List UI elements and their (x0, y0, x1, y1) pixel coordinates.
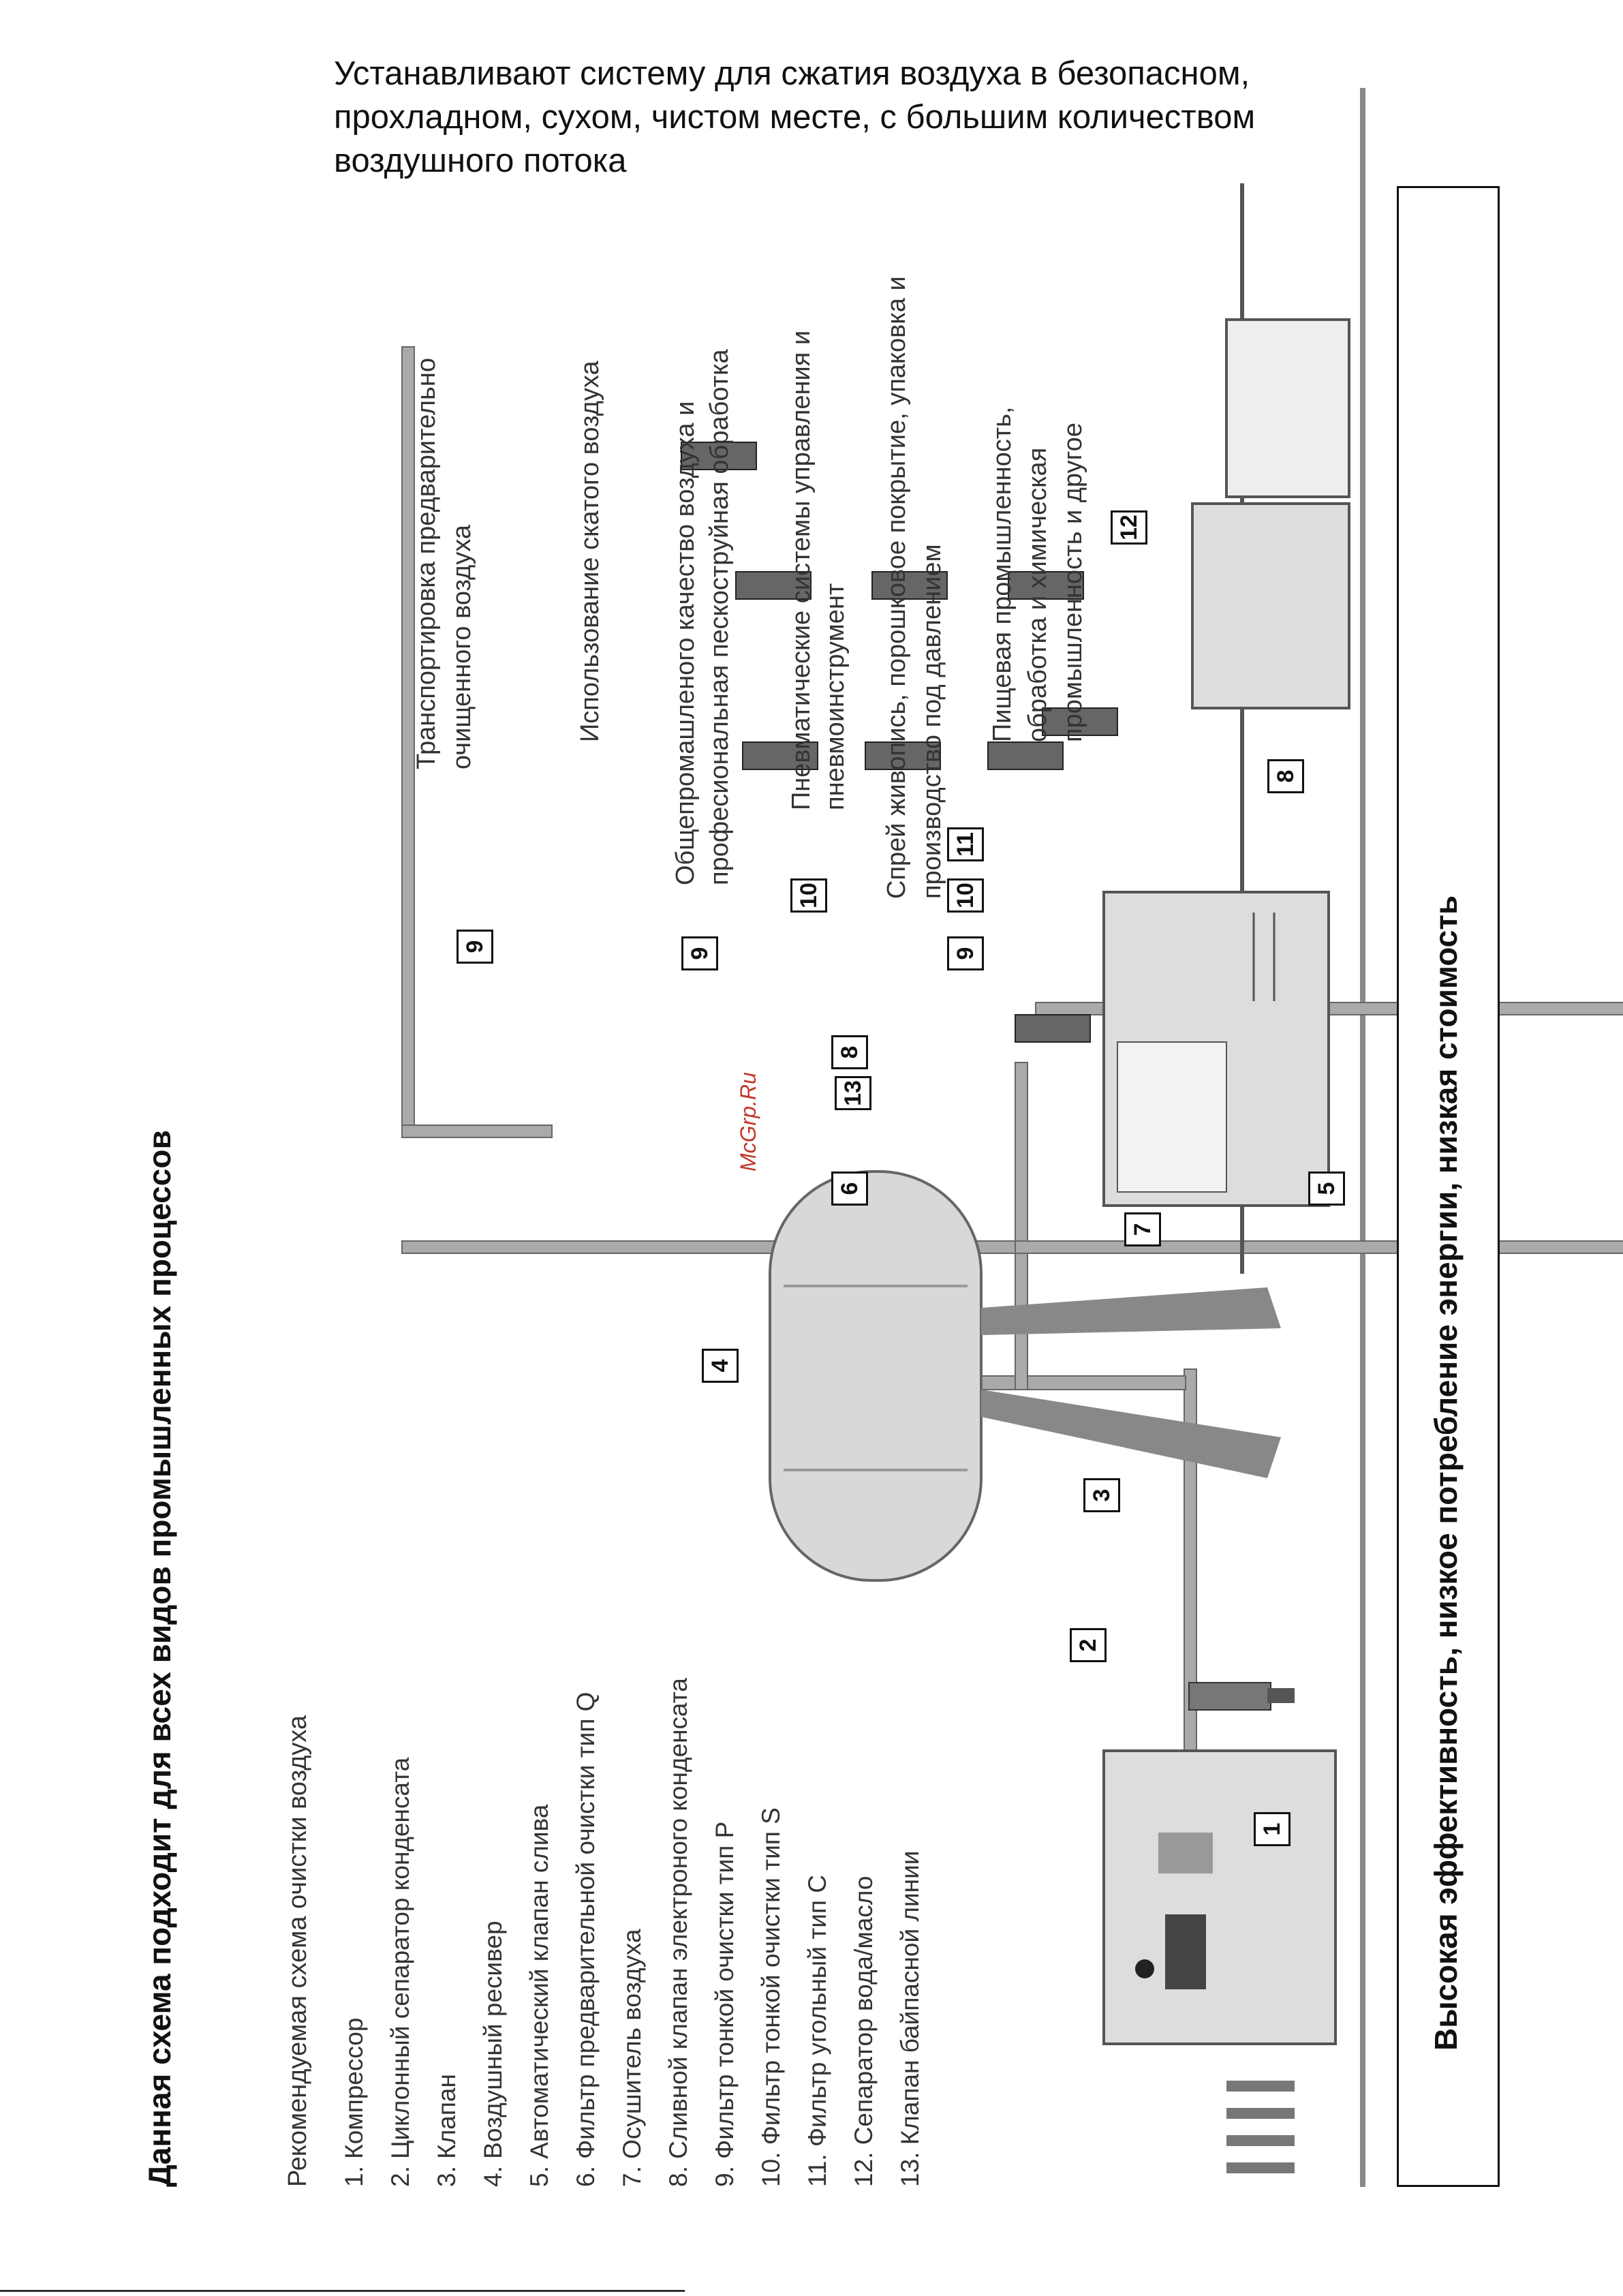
watermark: McGrp.Ru (736, 1072, 760, 1172)
drop-1 (401, 1124, 553, 1138)
legend-heading: Рекомендуемая схема очистки воздуха (283, 1715, 312, 2187)
cyclone-separator (1188, 1682, 1295, 1711)
air-receiver (769, 1170, 1281, 1582)
app-general-line2: професиональная пескоструйная обработка (705, 349, 734, 885)
app-general-line1: Общепромашленого качество воздуха и (671, 401, 700, 885)
intro-text: Устанавливают систему для сжатия воздуха… (334, 55, 1256, 179)
callout-3: 3 (1083, 1478, 1120, 1512)
floor-rail (1360, 88, 1365, 2187)
app-transport-line2: очищенного воздуха (448, 524, 476, 769)
callout-5: 5 (1308, 1172, 1345, 1206)
callout-7: 7 (1124, 1212, 1161, 1246)
legend-item-3: 3. Клапан (433, 2074, 461, 2187)
app-food-line2: обработка и химическая (1023, 447, 1052, 742)
page-bottom-rule (0, 2290, 685, 2292)
upper-pipe (1015, 1240, 1623, 1254)
oil-water-separator (1191, 318, 1350, 709)
air-dryer (1102, 891, 1330, 1207)
callout-9a: 9 (457, 930, 493, 964)
legend-item-12: 12. Сепаратор вода/масло (850, 1876, 878, 2187)
diagram-title: Данная схема подходит для всех видов про… (142, 1130, 177, 2187)
legend-item-4: 4. Воздушный ресивер (479, 1920, 507, 2187)
callout-9b: 9 (681, 936, 718, 970)
callout-1: 1 (1254, 1812, 1290, 1846)
filter-units (681, 442, 1118, 1043)
callout-8b: 8 (1267, 759, 1304, 793)
app-spray-line2: производство под давлением (918, 544, 946, 899)
legend-item-13: 13. Клапан байпасной линии (896, 1850, 924, 2187)
callout-11: 11 (947, 827, 984, 861)
legend-item-2: 2. Циклонный сепаратор конденсата (386, 1757, 414, 2187)
callout-12: 12 (1111, 510, 1147, 545)
compressor-unit (1102, 1749, 1337, 2173)
legend-item-1: 1. Компрессор (340, 2017, 368, 2187)
legend-item-8: 8. Сливной клапан электроного конденсата (664, 1678, 692, 2187)
app-transport-line1: Транспортировка предварительно (412, 358, 441, 769)
header-pipe (1015, 1062, 1028, 1390)
legend-item-11: 11. Фильтр угольный тип C (803, 1875, 831, 2187)
callout-6: 6 (831, 1172, 868, 1206)
legend-item-9: 9. Фильтр тонкой очистки тип P (711, 1821, 739, 2187)
app-spray-line1: Спрей живопись, порошковое покрытие, упа… (882, 276, 911, 899)
app-pneumatic-line1: Пневматические системы управления и (787, 330, 816, 810)
app-usage: Использование скатого воздуха (576, 361, 604, 742)
callout-2: 2 (1070, 1628, 1107, 1662)
legend-item-10: 10. Фильтр тонкой очистки тип S (757, 1807, 785, 2187)
legend-item-5: 5. Автоматический клапан слива (525, 1804, 553, 2187)
callout-10a: 10 (790, 878, 827, 913)
callout-8a: 8 (831, 1035, 868, 1069)
callout-4: 4 (702, 1349, 739, 1383)
callout-13: 13 (835, 1076, 871, 1110)
callout-10b: 10 (947, 878, 984, 913)
legend-item-7: 7. Осушитель воздуха (618, 1929, 646, 2187)
app-food-line3: промышленность и другое (1059, 423, 1087, 742)
app-food-line1: Пищевая промышленность, (988, 406, 1017, 742)
bottom-banner-text: Высокая эффективность, низкое потреблени… (1428, 895, 1464, 2051)
callout-9c: 9 (947, 936, 984, 970)
app-pneumatic-line2: пневмоинструмент (821, 583, 850, 810)
legend-item-6: 6. Фильтр предварительной очистки тип Q (572, 1692, 600, 2187)
